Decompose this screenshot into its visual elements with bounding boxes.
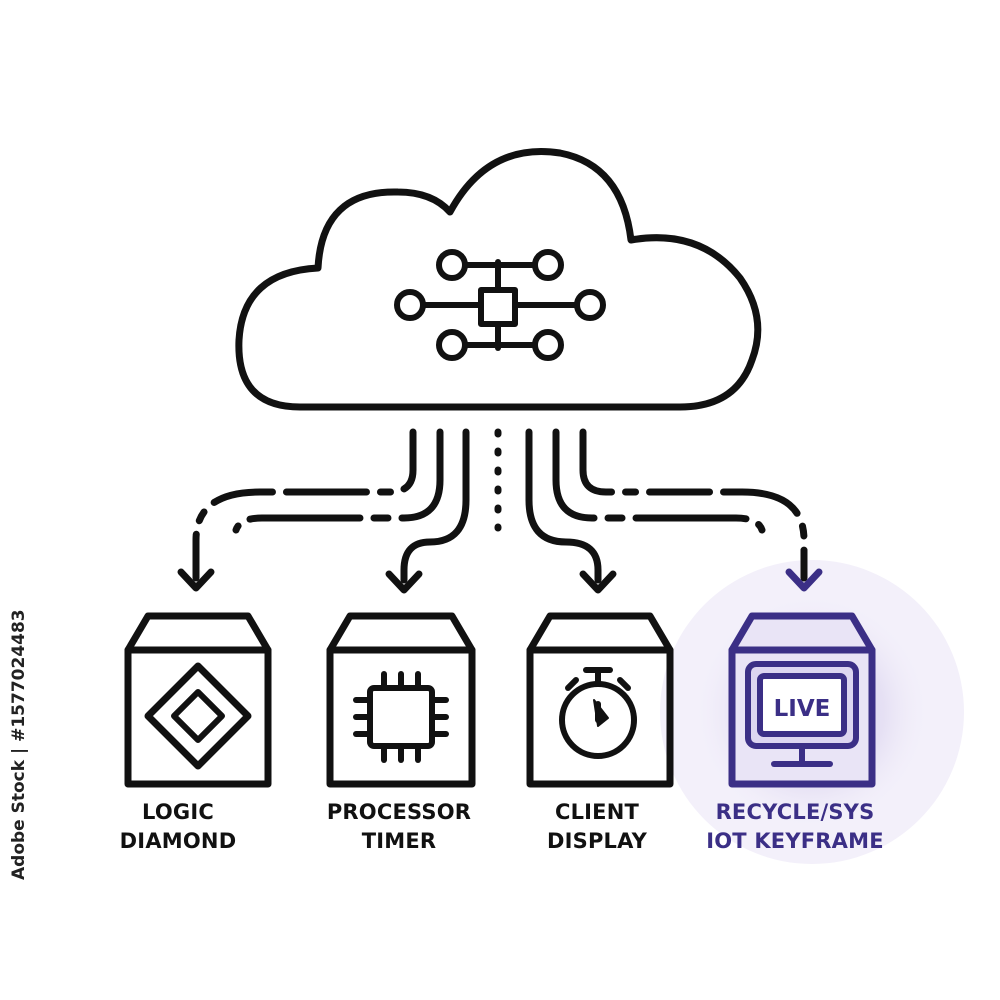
stock-id-watermark: Adobe Stock | #1577024483 <box>9 609 29 880</box>
arrow-head-0 <box>177 568 215 592</box>
node-label-logic-diamond: LOGIC DIAMOND <box>78 798 278 856</box>
node-logic-diamond <box>124 612 272 788</box>
node-label-recycle-keyframe: RECYCLE/SYS IOT KEYFRAME <box>695 798 895 856</box>
cpu-chip-icon <box>353 671 449 763</box>
cloud-network-icon <box>235 148 762 411</box>
connector-inner-right <box>552 428 766 534</box>
node-recycle-keyframe: LIVE <box>728 612 876 788</box>
node-client-display <box>526 612 674 788</box>
connector-to-recycle-keyframe <box>579 428 808 582</box>
node-label-client-display: CLIENT DISPLAY <box>497 798 697 856</box>
node-processor-timer <box>326 612 476 788</box>
node-label-processor-timer: PROCESSOR TIMER <box>299 798 499 856</box>
diamond-icon <box>144 662 252 770</box>
arrow-head-1 <box>385 570 423 594</box>
monitor-icon <box>745 661 859 767</box>
connector-to-client-display <box>525 428 602 584</box>
node-label-line2: DISPLAY <box>547 829 647 853</box>
connector-inner-left <box>232 428 444 534</box>
node-label-line1: CLIENT <box>554 800 640 824</box>
arrow-head-2 <box>579 570 617 594</box>
node-label-line2: IOT KEYFRAME <box>706 829 884 853</box>
connector-lines <box>192 428 808 584</box>
arrowheads <box>177 568 823 594</box>
node-label-line1: RECYCLE/SYS <box>715 800 875 824</box>
stopwatch-icon <box>559 667 637 759</box>
monitor-live-text: LIVE <box>774 696 831 722</box>
connector-to-processor-timer <box>400 428 470 584</box>
arrow-head-3 <box>785 568 823 592</box>
node-label-line1: PROCESSOR <box>326 800 472 824</box>
node-label-line1: LOGIC <box>142 800 214 824</box>
node-label-line2: DIAMOND <box>119 829 237 853</box>
connector-to-logic-diamond <box>192 428 417 582</box>
node-label-line2: TIMER <box>361 829 437 853</box>
